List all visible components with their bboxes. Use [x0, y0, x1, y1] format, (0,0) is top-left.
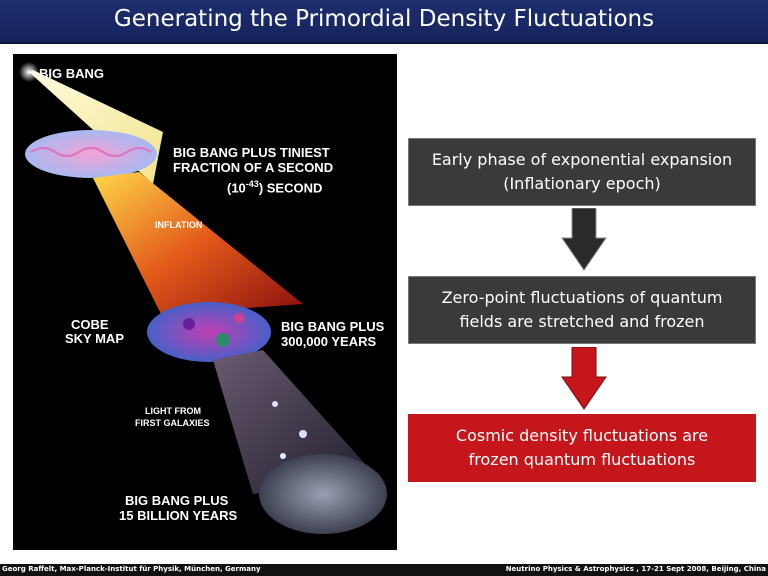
step-result-box: Cosmic density fluctuations are frozen q…: [408, 414, 756, 482]
label-big-bang: BIG BANG: [39, 66, 104, 81]
label-bb15b-line1: BIG BANG PLUS: [125, 493, 229, 508]
label-tiniest-line2: FRACTION OF A SECOND: [173, 160, 334, 175]
galaxy-dot: [272, 401, 278, 407]
title-bar: [0, 0, 768, 44]
down-arrow-icon: [561, 208, 607, 271]
step-inflation-box: Early phase of exponential expansion (In…: [408, 138, 756, 206]
label-bb15b-line2: 15 BILLION YEARS: [119, 508, 238, 523]
inflation-cone: [93, 172, 303, 314]
step-line: frozen quantum fluctuations: [468, 450, 696, 469]
step-line: (Inflationary epoch): [503, 174, 661, 193]
step-line: Cosmic density fluctuations are: [455, 426, 709, 445]
present-universe-disk: [259, 454, 387, 534]
label-light-line1: LIGHT FROM: [145, 406, 201, 416]
galaxy-dot: [280, 453, 286, 459]
step-line: fields are stretched and frozen: [459, 312, 705, 331]
step-line: Early phase of exponential expansion: [431, 150, 733, 169]
footer-right-text: Neutrino Physics & Astrophysics , 17-21 …: [505, 565, 766, 573]
galaxy-dot: [299, 430, 307, 438]
label-light-line2: FIRST GALAXIES: [135, 418, 210, 428]
sky-map-blob: [234, 313, 244, 323]
label-tiniest-exponent: -43: [245, 179, 259, 189]
footer-bar: [0, 564, 768, 576]
step-line: Zero-point fluctuations of quantum: [441, 288, 723, 307]
label-tiniest-line1: BIG BANG PLUS TINIEST: [173, 145, 330, 160]
label-bb300k-line1: BIG BANG PLUS: [281, 319, 385, 334]
label-tiniest-close: ) SECOND: [258, 180, 323, 196]
footer-left-text: Georg Raffelt, Max-Planck-Institut für P…: [2, 565, 261, 573]
tiniest-fraction-disk: [25, 130, 157, 178]
universe-timeline-graphic: [19, 62, 387, 534]
label-cobe-line1: COBE: [71, 317, 109, 332]
label-cobe-line2: SKY MAP: [65, 331, 124, 346]
sky-map-blob: [216, 333, 230, 347]
label-tiniest-line3: (10-43) SECOND: [227, 177, 322, 195]
label-bb300k-line2: 300,000 YEARS: [281, 334, 377, 349]
step-quantum-fluctuations-box: Zero-point fluctuations of quantum field…: [408, 276, 756, 344]
universe-timeline-figure: BIG BANG BIG BANG PLUS TINIEST FRACTION …: [13, 54, 397, 550]
label-inflation: INFLATION: [155, 220, 203, 230]
slide-title: Generating the Primordial Density Fluctu…: [113, 6, 655, 32]
down-arrow-icon: [561, 347, 607, 410]
sky-map-blob: [183, 318, 195, 330]
disk-wave-pattern: [30, 147, 152, 157]
label-tiniest-open: (10: [227, 180, 246, 196]
